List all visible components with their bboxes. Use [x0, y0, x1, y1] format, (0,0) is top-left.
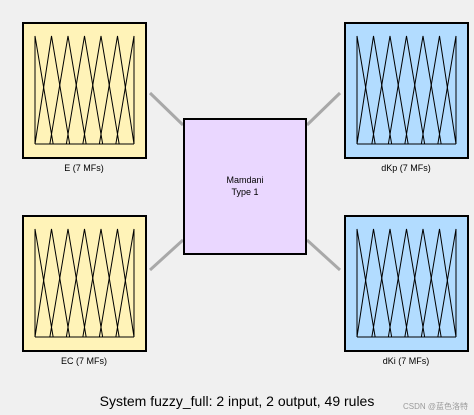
mf-plot-ec: [34, 228, 135, 338]
membership-function-3: [371, 35, 409, 145]
membership-function-7: [437, 35, 457, 145]
connector-ec: [148, 238, 185, 272]
connector-dkp: [305, 91, 342, 127]
membership-function-3: [371, 228, 409, 338]
input-e-label: E (7 MFs): [64, 163, 104, 173]
output-dki-block[interactable]: [344, 215, 469, 352]
engine-type-label: Mamdani: [226, 175, 264, 185]
engine-text: Mamdani Type 1: [185, 174, 305, 198]
membership-function-7: [115, 35, 135, 145]
membership-function-2: [34, 35, 71, 145]
mf-plot-e: [34, 35, 135, 145]
membership-function-2: [356, 228, 393, 338]
output-dki-label: dKi (7 MFs): [382, 356, 430, 366]
membership-function-3: [49, 228, 87, 338]
membership-function-4: [387, 35, 426, 145]
engine-subtype-label: Type 1: [231, 187, 259, 197]
membership-function-4: [65, 228, 104, 338]
membership-function-5: [404, 35, 442, 145]
connector-dki: [305, 238, 342, 272]
membership-function-1: [34, 228, 54, 338]
mf-plot-dki: [356, 228, 457, 338]
membership-function-5: [404, 228, 442, 338]
membership-function-4: [65, 35, 104, 145]
output-dkp-block[interactable]: [344, 22, 469, 159]
membership-function-6: [98, 228, 135, 338]
system-caption: System fuzzy_full: 2 input, 2 output, 49…: [99, 393, 375, 409]
input-ec-label: EC (7 MFs): [61, 356, 107, 366]
membership-function-5: [82, 228, 120, 338]
input-e-block[interactable]: [22, 22, 147, 159]
input-ec-block[interactable]: [22, 215, 147, 352]
membership-function-1: [356, 35, 376, 145]
membership-function-2: [34, 228, 71, 338]
membership-function-7: [115, 228, 135, 338]
membership-function-2: [356, 35, 393, 145]
membership-function-1: [356, 228, 376, 338]
watermark: CSDN @蓝色洛特: [402, 402, 468, 411]
connector-e: [148, 91, 185, 127]
membership-function-1: [34, 35, 54, 145]
membership-function-6: [98, 35, 135, 145]
membership-function-6: [420, 35, 457, 145]
output-dkp-label: dKp (7 MFs): [381, 163, 431, 173]
membership-function-4: [387, 228, 426, 338]
mf-plot-dkp: [356, 35, 457, 145]
membership-function-5: [82, 35, 120, 145]
membership-function-7: [437, 228, 457, 338]
membership-function-3: [49, 35, 87, 145]
membership-function-6: [420, 228, 457, 338]
mamdani-engine-block[interactable]: Mamdani Type 1: [183, 118, 307, 255]
